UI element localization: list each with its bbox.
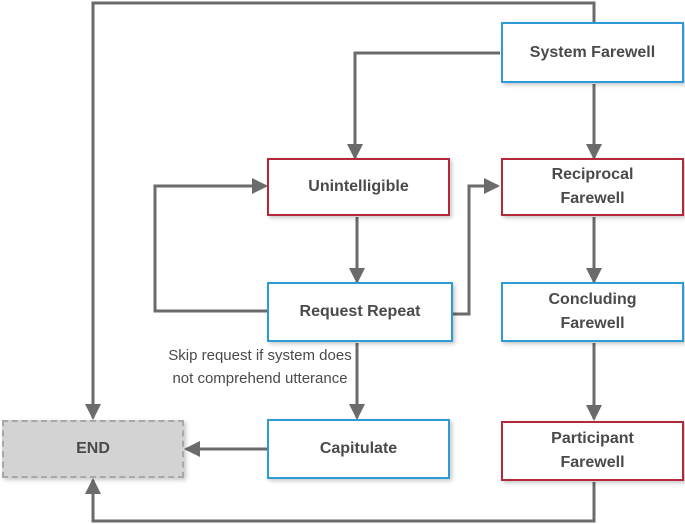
node-participant-farewell-label: Participant Farewell	[551, 430, 634, 471]
arrow-system-to-unintelligible	[353, 51, 500, 158]
node-request-repeat-label: Request Repeat	[299, 303, 421, 320]
node-reciprocal-farewell: Reciprocal Farewell	[501, 158, 684, 216]
arrow-request-to-reciprocal	[453, 184, 498, 316]
arrow-system-to-end	[91, 1, 596, 418]
arrow-request-to-unintelligible	[153, 184, 267, 313]
node-capitulate: Capitulate	[267, 419, 450, 479]
node-end: END	[2, 420, 184, 478]
arrow-participant-to-end	[91, 480, 596, 523]
node-reciprocal-farewell-label: Reciprocal Farewell	[551, 166, 634, 207]
node-end-label: END	[76, 440, 110, 457]
node-unintelligible-label: Unintelligible	[308, 178, 409, 195]
node-request-repeat: Request Repeat	[267, 282, 453, 342]
node-system-farewell: System Farewell	[501, 22, 684, 83]
node-unintelligible: Unintelligible	[267, 158, 450, 216]
node-concluding-farewell: Concluding Farewell	[501, 282, 684, 342]
skip-request-note: Skip request if system does not comprehe…	[168, 347, 352, 387]
node-capitulate-label: Capitulate	[319, 440, 398, 457]
node-concluding-farewell-label: Concluding Farewell	[548, 291, 637, 332]
node-system-farewell-label: System Farewell	[529, 43, 656, 61]
node-participant-farewell: Participant Farewell	[501, 421, 684, 481]
